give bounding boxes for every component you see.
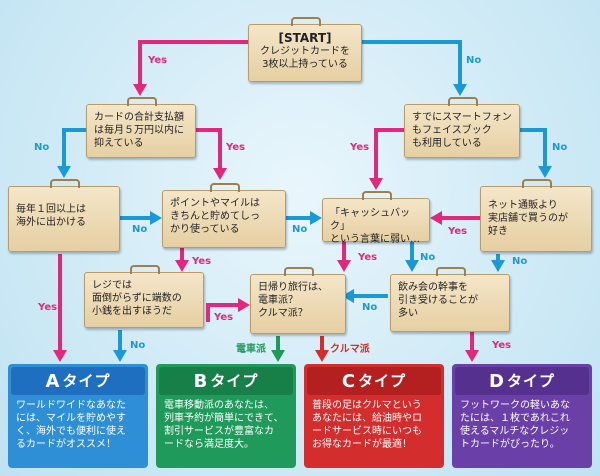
label-overseas-no: No (132, 224, 148, 235)
label-monthly-yes: Yes (226, 142, 246, 153)
result-type-b-letter: B (193, 370, 209, 392)
label-smartphone-no: No (552, 142, 568, 153)
result-type-b-suffix: タイプ (210, 371, 259, 390)
result-type-b-text: 電車移動派のあなたは、 列車予約が簡単にできて、 割引サービスが豊富なカ ードな… (164, 400, 284, 450)
result-type-d-letter: D (489, 370, 505, 392)
question-smartphone-text: すでにスマートフォン もフェイスブック も利用している (412, 112, 512, 149)
question-netshop-text: ネット通販より 実店舗で買うのが 好き (488, 200, 568, 237)
arrow-monthly-no (62, 128, 86, 168)
arrow-monthly-yes (196, 128, 222, 170)
label-netshop-no: No (512, 256, 528, 267)
question-register: レジでは 面倒がらずに端数の 小銭を出すほうだ (84, 265, 204, 328)
question-smartphone: すでにスマートフォン もフェイスブック も利用している (404, 97, 520, 158)
result-type-d-suffix: タイプ (506, 371, 555, 390)
question-overseas: 毎年１回以上は 海外に出かける (8, 179, 120, 252)
question-daytrip-text: 日帰り旅行は、 電車派？ クルマ派？ (258, 282, 328, 319)
label-register-yes: Yes (214, 312, 234, 323)
question-party: 飲み会の幹事を 引き受けることが 多い (390, 267, 510, 332)
label-party-no: No (362, 302, 378, 313)
label-branch-train: 電車派 (236, 344, 266, 355)
label-smartphone-yes: Yes (350, 142, 370, 153)
question-party-text: 飲み会の幹事を 引き受けることが 多い (398, 282, 478, 319)
start-question: クレジットカードを 3枚以上持っている (260, 46, 350, 70)
result-type-a-text: ワールドワイドなあなた には、マイルを貯めやす く、海外でも便利に使え るカード… (16, 400, 126, 450)
question-register-text: レジでは 面倒がらずに端数の 小銭を出すほうだ (92, 280, 182, 317)
label-points-yes: Yes (192, 256, 212, 267)
arrow-start-yes (138, 40, 248, 86)
arrow-smartphone-no (520, 128, 547, 168)
label-start-no: No (466, 55, 482, 66)
question-daytrip: 日帰り旅行は、 電車派？ クルマ派？ (250, 267, 346, 334)
question-cashback-text: 「キャッシュバック」 という言葉に弱い… (330, 208, 420, 245)
label-start-yes: Yes (148, 55, 168, 66)
label-netshop-yes: Yes (448, 226, 468, 237)
result-type-c-letter: C (341, 370, 357, 392)
arrow-start-no (362, 40, 462, 86)
label-branch-car: クルマ派 (330, 344, 370, 355)
arrow-register-yes (206, 303, 240, 322)
question-points: ポイントやマイルは きちんと貯めてしっ かり使っている (162, 183, 286, 248)
question-monthly-payment-text: カードの合計支払額 は毎月５万円以内に 抑えている (94, 112, 184, 149)
start-title: [START] (278, 31, 332, 45)
label-overseas-yes: Yes (38, 302, 58, 313)
result-type-a-suffix: タイプ (62, 371, 111, 390)
question-monthly-payment: カードの合計支払額 は毎月５万円以内に 抑えている (86, 97, 196, 158)
start-node: [START] クレジットカードを 3枚以上持っている (248, 17, 362, 82)
label-register-no: No (130, 340, 146, 351)
question-netshop: ネット通販より 実店舗で買うのが 好き (480, 179, 592, 252)
result-type-d-text: フットワークの軽いあな たには、１枚であれこれ 使えるマルチなクレジッ トカード… (460, 400, 570, 450)
arrow-smartphone-yes (374, 128, 404, 180)
result-type-c-suffix: タイプ (358, 371, 407, 390)
question-overseas-text: 毎年１回以上は 海外に出かける (16, 204, 86, 228)
label-monthly-no: No (34, 142, 50, 153)
label-party-yes: Yes (492, 340, 512, 351)
question-points-text: ポイントやマイルは きちんと貯めてしっ かり使っている (170, 198, 260, 235)
result-type-c-text: 普段の足はクルマという あなたには、給油時やロ ードサービス時にいつも お得なカ… (312, 400, 422, 450)
label-cashback-yes: Yes (358, 252, 378, 263)
result-type-a-letter: A (45, 370, 61, 392)
label-cashback-no: No (420, 252, 436, 263)
label-points-no: No (292, 224, 308, 235)
question-cashback: 「キャッシュバック」 という言葉に弱い… (322, 191, 430, 245)
